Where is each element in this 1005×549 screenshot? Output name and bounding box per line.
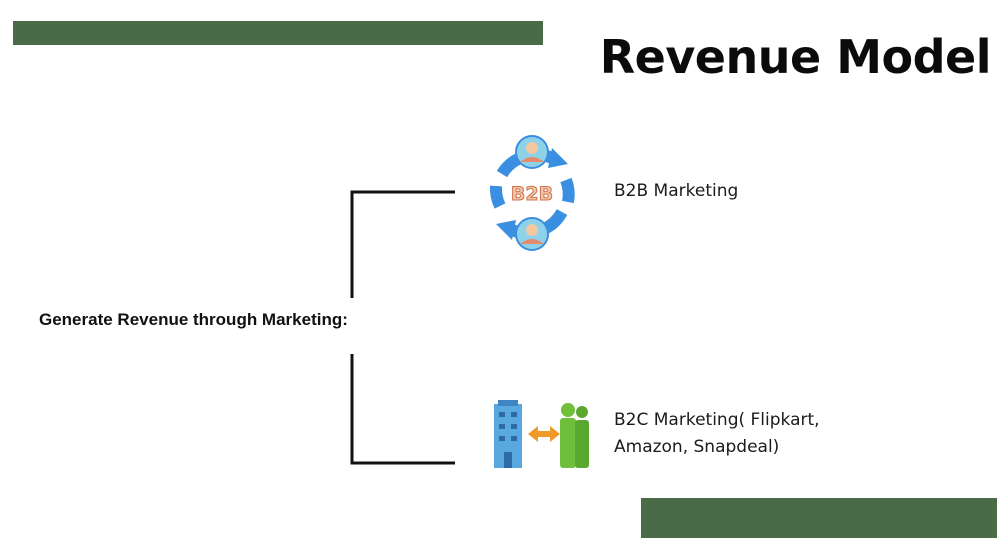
- connector-upper: [350, 190, 455, 298]
- slide-title: Revenue Model: [599, 30, 992, 84]
- b2b-cycle-icon: B2B: [482, 134, 582, 256]
- bottom-accent-bar: [641, 498, 997, 538]
- building-to-people-icon: [490, 400, 594, 476]
- main-label: Generate Revenue through Marketing:: [39, 310, 348, 329]
- b2c-label-line1: B2C Marketing( Flipkart,: [614, 410, 820, 430]
- b2c-label: B2C Marketing( Flipkart, Amazon, Snapdea…: [614, 407, 914, 461]
- connector-lower: [350, 354, 455, 465]
- b2b-icon-text: B2B: [511, 183, 553, 205]
- b2b-label: B2B Marketing: [614, 181, 739, 201]
- b2c-label-line2: Amazon, Snapdeal): [614, 437, 780, 457]
- top-accent-bar: [13, 21, 543, 45]
